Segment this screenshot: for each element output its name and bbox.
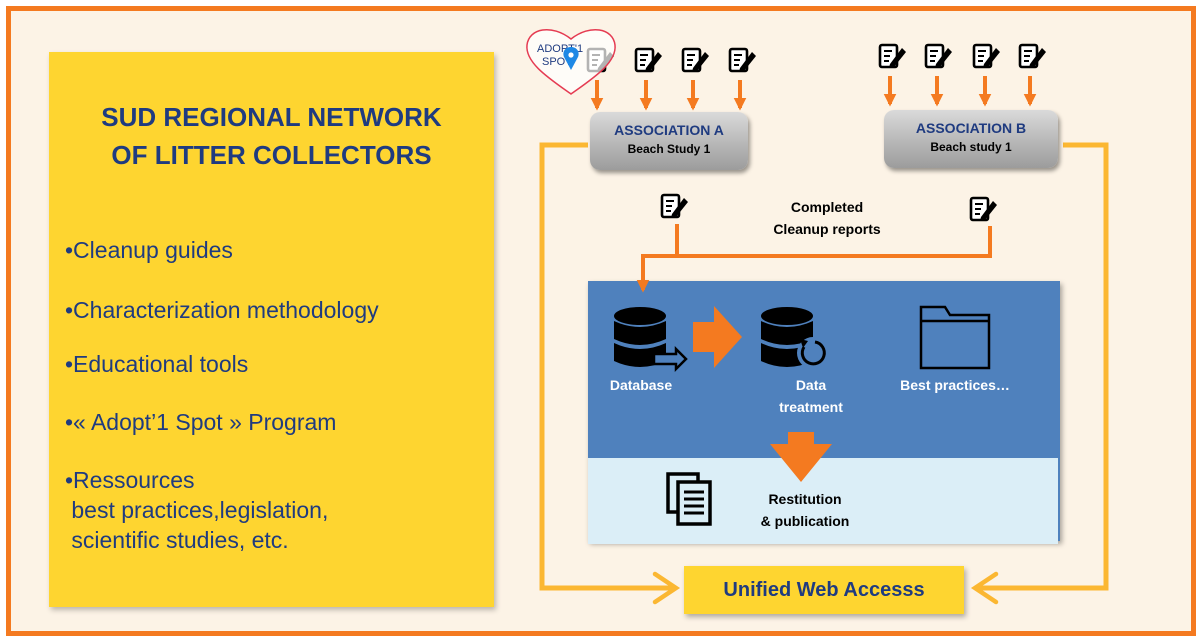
association-b-box: ASSOCIATION B Beach study 1	[884, 110, 1058, 168]
title-line-2: OF LITTER COLLECTORS	[111, 140, 432, 170]
bullet-cleanup-guides: •Cleanup guides	[65, 237, 233, 263]
network-panel: SUD REGIONAL NETWORK OF LITTER COLLECTOR…	[49, 52, 494, 607]
completed-reports-line2: Cleanup reports	[773, 221, 881, 237]
yellow-arrowheads	[652, 571, 999, 605]
map-pin-icon	[563, 47, 579, 70]
orange-arrows	[590, 76, 1037, 111]
bullet-ressources-line3: scientific studies, etc.	[65, 527, 289, 553]
document-stack-icon	[666, 472, 712, 526]
bullet-educational-tools: •Educational tools	[65, 351, 249, 377]
data-treatment-line2: treatment	[779, 399, 843, 415]
database-icon	[614, 307, 688, 373]
bullet-ressources-line2: best practices,legislation,	[65, 497, 329, 523]
best-practices-label: Best practices…	[900, 377, 1010, 393]
association-a-box: ASSOCIATION A Beach Study 1	[590, 112, 748, 170]
title-line-1: SUD REGIONAL NETWORK	[101, 102, 442, 132]
association-a-name: ASSOCIATION A	[614, 122, 724, 138]
logo-text-line2: SPOT	[542, 56, 572, 68]
bullet-characterization: •Characterization methodology	[65, 297, 379, 323]
association-b-name: ASSOCIATION B	[915, 120, 1027, 136]
big-arrow-down	[770, 432, 832, 482]
form-icons-b	[878, 43, 1048, 70]
unified-web-access-box: Unified Web Accesss	[684, 566, 964, 614]
bullet-adopt-program: •« Adopt’1 Spot » Program	[65, 409, 337, 435]
association-a-study: Beach Study 1	[627, 142, 711, 156]
big-arrow-right	[693, 306, 742, 368]
network-title: SUD REGIONAL NETWORK OF LITTER COLLECTOR…	[49, 98, 494, 174]
restitution-line2: & publication	[760, 513, 850, 529]
folder-icon	[919, 305, 991, 370]
completed-reports-label: Completed Cleanup reports	[742, 196, 912, 240]
reports-connector	[636, 224, 992, 293]
association-b-study: Beach study 1	[930, 140, 1012, 154]
database-refresh-icon	[761, 307, 829, 369]
data-treatment-label: Data treatment	[756, 374, 866, 418]
restitution-label: Restitution & publication	[740, 488, 870, 532]
completed-reports-line1: Completed	[790, 199, 864, 215]
data-treatment-line1: Data	[795, 377, 827, 393]
yellow-lines	[539, 142, 1109, 591]
heart-logo-icon: ADOPT'1 SPOT	[526, 28, 616, 95]
bullet-ressources: •Ressources	[65, 467, 195, 493]
database-label: Database	[609, 377, 673, 393]
restitution-line1: Restitution	[768, 491, 842, 507]
